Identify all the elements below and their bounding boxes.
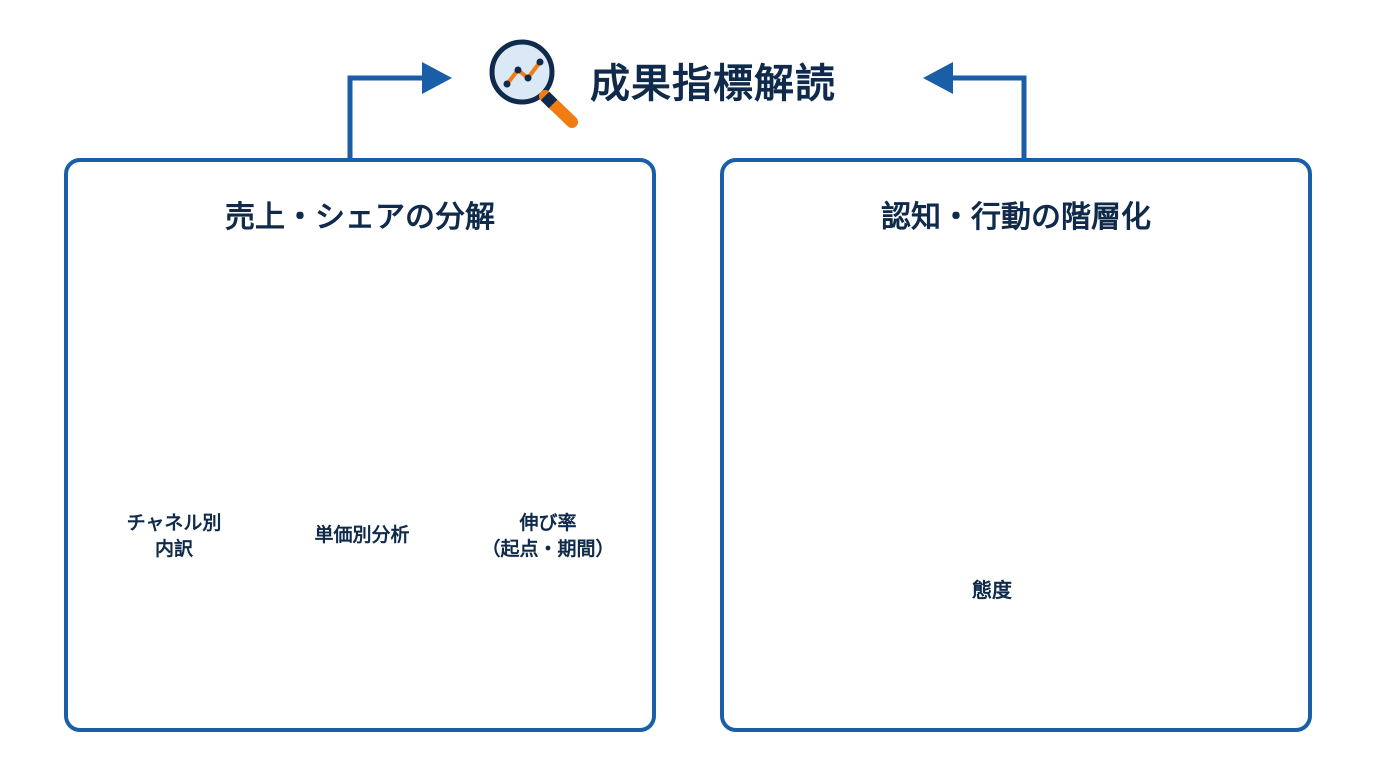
step-label-attitude: 態度 bbox=[972, 578, 1012, 602]
left-panel bbox=[64, 158, 656, 732]
column-growth-label-line1: 伸び率 bbox=[519, 512, 577, 534]
step-label-awareness: 認知 bbox=[852, 664, 892, 688]
column-channel-label: チャネル別 内訳 bbox=[86, 510, 262, 562]
page-title: 成果指標解読 bbox=[590, 61, 836, 107]
connector-arrow-right bbox=[923, 62, 1027, 158]
column-channel-label-line2: 内訳 bbox=[154, 538, 193, 560]
column-price-label-line1: 単価別分析 bbox=[314, 524, 410, 546]
connector-arrow-left bbox=[347, 62, 452, 158]
step-label-business-result: 事業成果 bbox=[1190, 400, 1270, 424]
left-panel-title: 売上・シェアの分解 bbox=[225, 200, 495, 235]
column-growth-label: 伸び率 （起点・期間） bbox=[460, 510, 636, 562]
magnifier-chart-icon bbox=[489, 39, 578, 128]
column-growth-label-line2: （起点・期間） bbox=[481, 538, 615, 560]
column-channel-label-line1: チャネル別 bbox=[126, 512, 222, 534]
column-price-label: 単価別分析 bbox=[268, 522, 456, 548]
step-label-action: 行動 bbox=[1091, 488, 1131, 512]
right-panel-title: 認知・行動の階層化 bbox=[881, 200, 1151, 235]
right-panel bbox=[720, 158, 1312, 732]
